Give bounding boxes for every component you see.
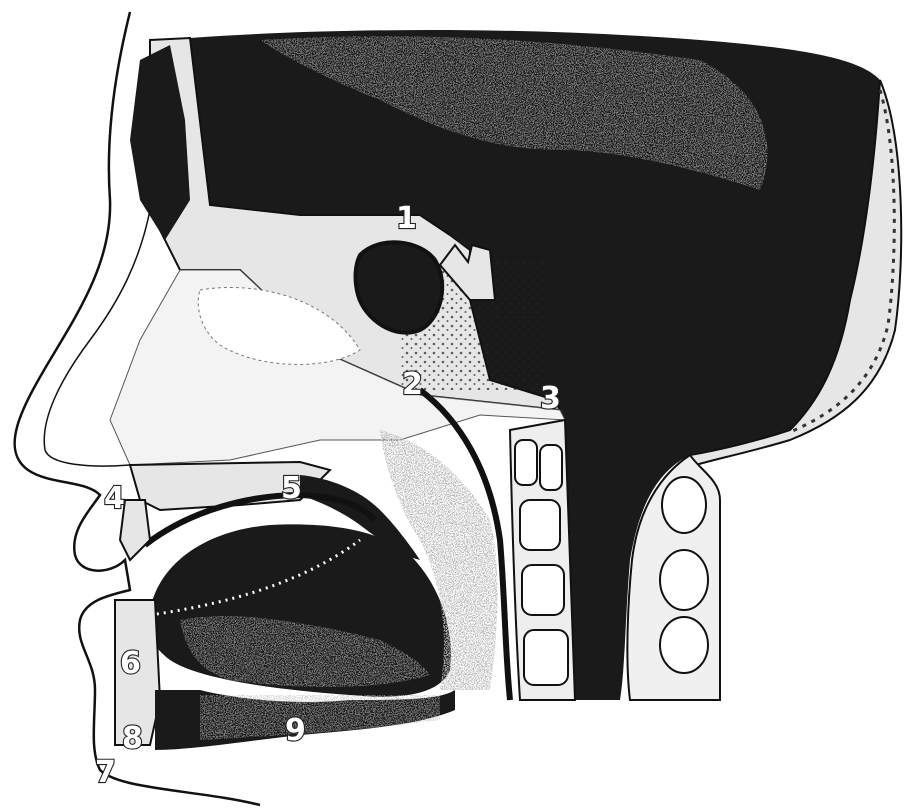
label-6: 6 xyxy=(120,646,141,681)
label-3: 3 xyxy=(540,381,561,416)
label-5: 5 xyxy=(281,471,302,506)
label-8: 8 xyxy=(122,721,143,756)
label-1: 1 xyxy=(396,201,417,236)
label-9: 9 xyxy=(285,713,306,748)
vertebra-bodies xyxy=(660,477,708,673)
label-7: 7 xyxy=(95,755,116,790)
label-2: 2 xyxy=(402,367,423,402)
label-4: 4 xyxy=(104,481,125,516)
